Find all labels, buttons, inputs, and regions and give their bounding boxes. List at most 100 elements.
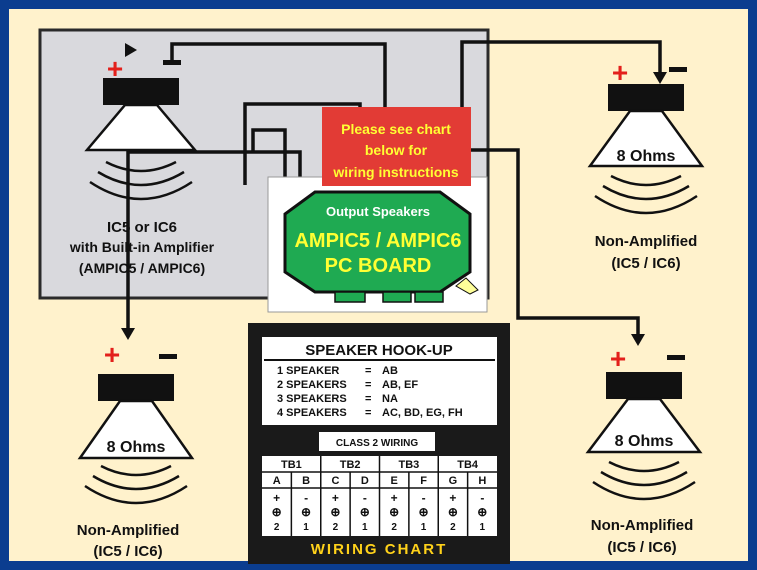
plus-icon: + xyxy=(612,57,628,88)
sound-waves-icon xyxy=(89,160,193,201)
speaker-ohms: 8 Ohms xyxy=(107,439,166,456)
speaker-label-2: (IC5 / IC6) xyxy=(607,539,676,556)
speaker-label-2: (IC5 / IC6) xyxy=(611,255,680,272)
board-connector-2 xyxy=(382,291,412,303)
speaker-magnet xyxy=(606,372,682,399)
hookup-row-terminals: NA xyxy=(382,393,398,405)
terminal-number: 1 xyxy=(303,522,309,533)
hookup-rows: 1 SPEAKER=AB2 SPEAKERS=AB, EF3 SPEAKERS=… xyxy=(277,365,463,419)
speaker-cone-icon xyxy=(77,399,195,460)
terminal-letter: G xyxy=(449,475,458,487)
board-pot-icon xyxy=(455,277,479,295)
terminal-letter: E xyxy=(391,475,398,487)
class-label: CLASS 2 WIRING xyxy=(336,438,418,449)
hookup-row-equals: = xyxy=(365,407,371,419)
hookup-row-equals: = xyxy=(365,379,371,391)
terminal-polarity: - xyxy=(304,491,308,505)
terminal-letter: D xyxy=(361,475,369,487)
speaker-label-1: Non-Amplified xyxy=(591,517,694,534)
terminal-number: 2 xyxy=(391,522,397,533)
terminal-number: 2 xyxy=(450,522,456,533)
terminal-block-label: TB2 xyxy=(340,459,361,471)
terminal-polarity: - xyxy=(422,491,426,505)
terminal-polarity: + xyxy=(273,491,280,505)
terminal-number: 1 xyxy=(480,522,486,533)
hookup-row-terminals: AB, EF xyxy=(382,379,418,391)
board-connector-1 xyxy=(334,291,366,303)
speaker-cone-icon xyxy=(587,109,705,168)
speaker-top-right: + 8 Ohms Non-Amplified (IC5 / IC6) xyxy=(587,57,705,272)
board-line-1: AMPIC5 / AMPIC6 xyxy=(294,230,461,252)
hookup-row-count: 1 SPEAKER xyxy=(277,365,339,377)
note-line-2: below for xyxy=(365,142,428,158)
speaker-ohms: 8 Ohms xyxy=(617,148,676,165)
board-caption: Output Speakers xyxy=(326,204,430,219)
hookup-table xyxy=(262,337,497,425)
terminal-number: 1 xyxy=(362,522,368,533)
terminal-block-label: TB1 xyxy=(281,459,302,471)
chart-footer: WIRING CHART xyxy=(311,541,448,558)
wire-bottomleft-minus xyxy=(251,128,287,185)
terminal-letter: C xyxy=(331,475,339,487)
sound-waves-icon xyxy=(592,460,696,501)
hookup-row-terminals: AC, BD, EG, FH xyxy=(382,407,463,419)
speaker-amplified: + IC5 or IC6 with Built-in Amplifier (AM… xyxy=(69,53,215,276)
minus-icon xyxy=(163,60,181,65)
minus-icon xyxy=(667,355,685,360)
terminal-polarity: - xyxy=(480,491,484,505)
terminal-screw-icon: ⊕ xyxy=(419,505,429,519)
hookup-row-equals: = xyxy=(365,365,371,377)
speaker-cone-icon xyxy=(84,103,198,152)
terminal-screw-icon: ⊕ xyxy=(389,505,399,519)
note-box xyxy=(322,107,471,186)
plus-icon: + xyxy=(107,53,123,84)
terminal-letter: A xyxy=(273,475,281,487)
speaker-label-2: with Built-in Amplifier xyxy=(69,239,215,255)
speaker-magnet xyxy=(103,78,179,105)
hookup-row-count: 4 SPEAKERS xyxy=(277,407,347,419)
speaker-label-1: Non-Amplified xyxy=(595,233,698,250)
terminal-screw-icon: ⊕ xyxy=(448,505,458,519)
speaker-label-1: Non-Amplified xyxy=(77,522,180,539)
hookup-row-equals: = xyxy=(365,393,371,405)
wire-bottomleft-plus xyxy=(126,150,302,335)
wiring-chart: SPEAKER HOOK-UP 1 SPEAKER=AB2 SPEAKERS=A… xyxy=(248,323,510,564)
note-line-1: Please see chart xyxy=(341,121,451,137)
terminal-screw-icon: ⊕ xyxy=(477,505,487,519)
speaker-bottom-right: + 8 Ohms Non-Amplified (IC5 / IC6) xyxy=(585,343,703,556)
terminal-block-label: TB3 xyxy=(398,459,419,471)
speaker-magnet xyxy=(98,374,174,401)
plus-icon: + xyxy=(610,343,626,374)
terminal-number: 2 xyxy=(333,522,339,533)
board-connector-3 xyxy=(414,291,444,303)
terminal-letter: H xyxy=(478,475,486,487)
note-line-3: wiring instructions xyxy=(332,164,458,180)
terminal-screw-icon: ⊕ xyxy=(272,505,282,519)
speaker-cone-icon xyxy=(585,397,703,454)
sound-waves-icon xyxy=(594,174,698,215)
terminal-letter: B xyxy=(302,475,310,487)
board-line-2: PC BOARD xyxy=(325,255,432,277)
terminal-number: 2 xyxy=(274,522,280,533)
speaker-label-3: (AMPIC5 / AMPIC6) xyxy=(79,260,205,276)
speaker-ohms: 8 Ohms xyxy=(615,433,674,450)
sound-waves-icon xyxy=(84,464,188,505)
terminal-polarity: + xyxy=(449,491,456,505)
terminal-block-label: TB4 xyxy=(457,459,479,471)
hookup-row-count: 3 SPEAKERS xyxy=(277,393,347,405)
terminal-polarity: + xyxy=(391,491,398,505)
wire-arrows xyxy=(121,43,667,346)
terminal-screw-icon: ⊕ xyxy=(330,505,340,519)
terminal-letter: F xyxy=(420,475,427,487)
speaker-label-1: IC5 or IC6 xyxy=(107,219,177,236)
terminal-number: 1 xyxy=(421,522,427,533)
terminal-screw-icon: ⊕ xyxy=(360,505,370,519)
hookup-row-count: 2 SPEAKERS xyxy=(277,379,347,391)
terminal-polarity: - xyxy=(363,491,367,505)
speaker-bottom-left: + 8 Ohms Non-Amplified (IC5 / IC6) xyxy=(77,339,195,560)
speaker-label-2: (IC5 / IC6) xyxy=(93,543,162,560)
terminal-screw-icon: ⊕ xyxy=(301,505,311,519)
